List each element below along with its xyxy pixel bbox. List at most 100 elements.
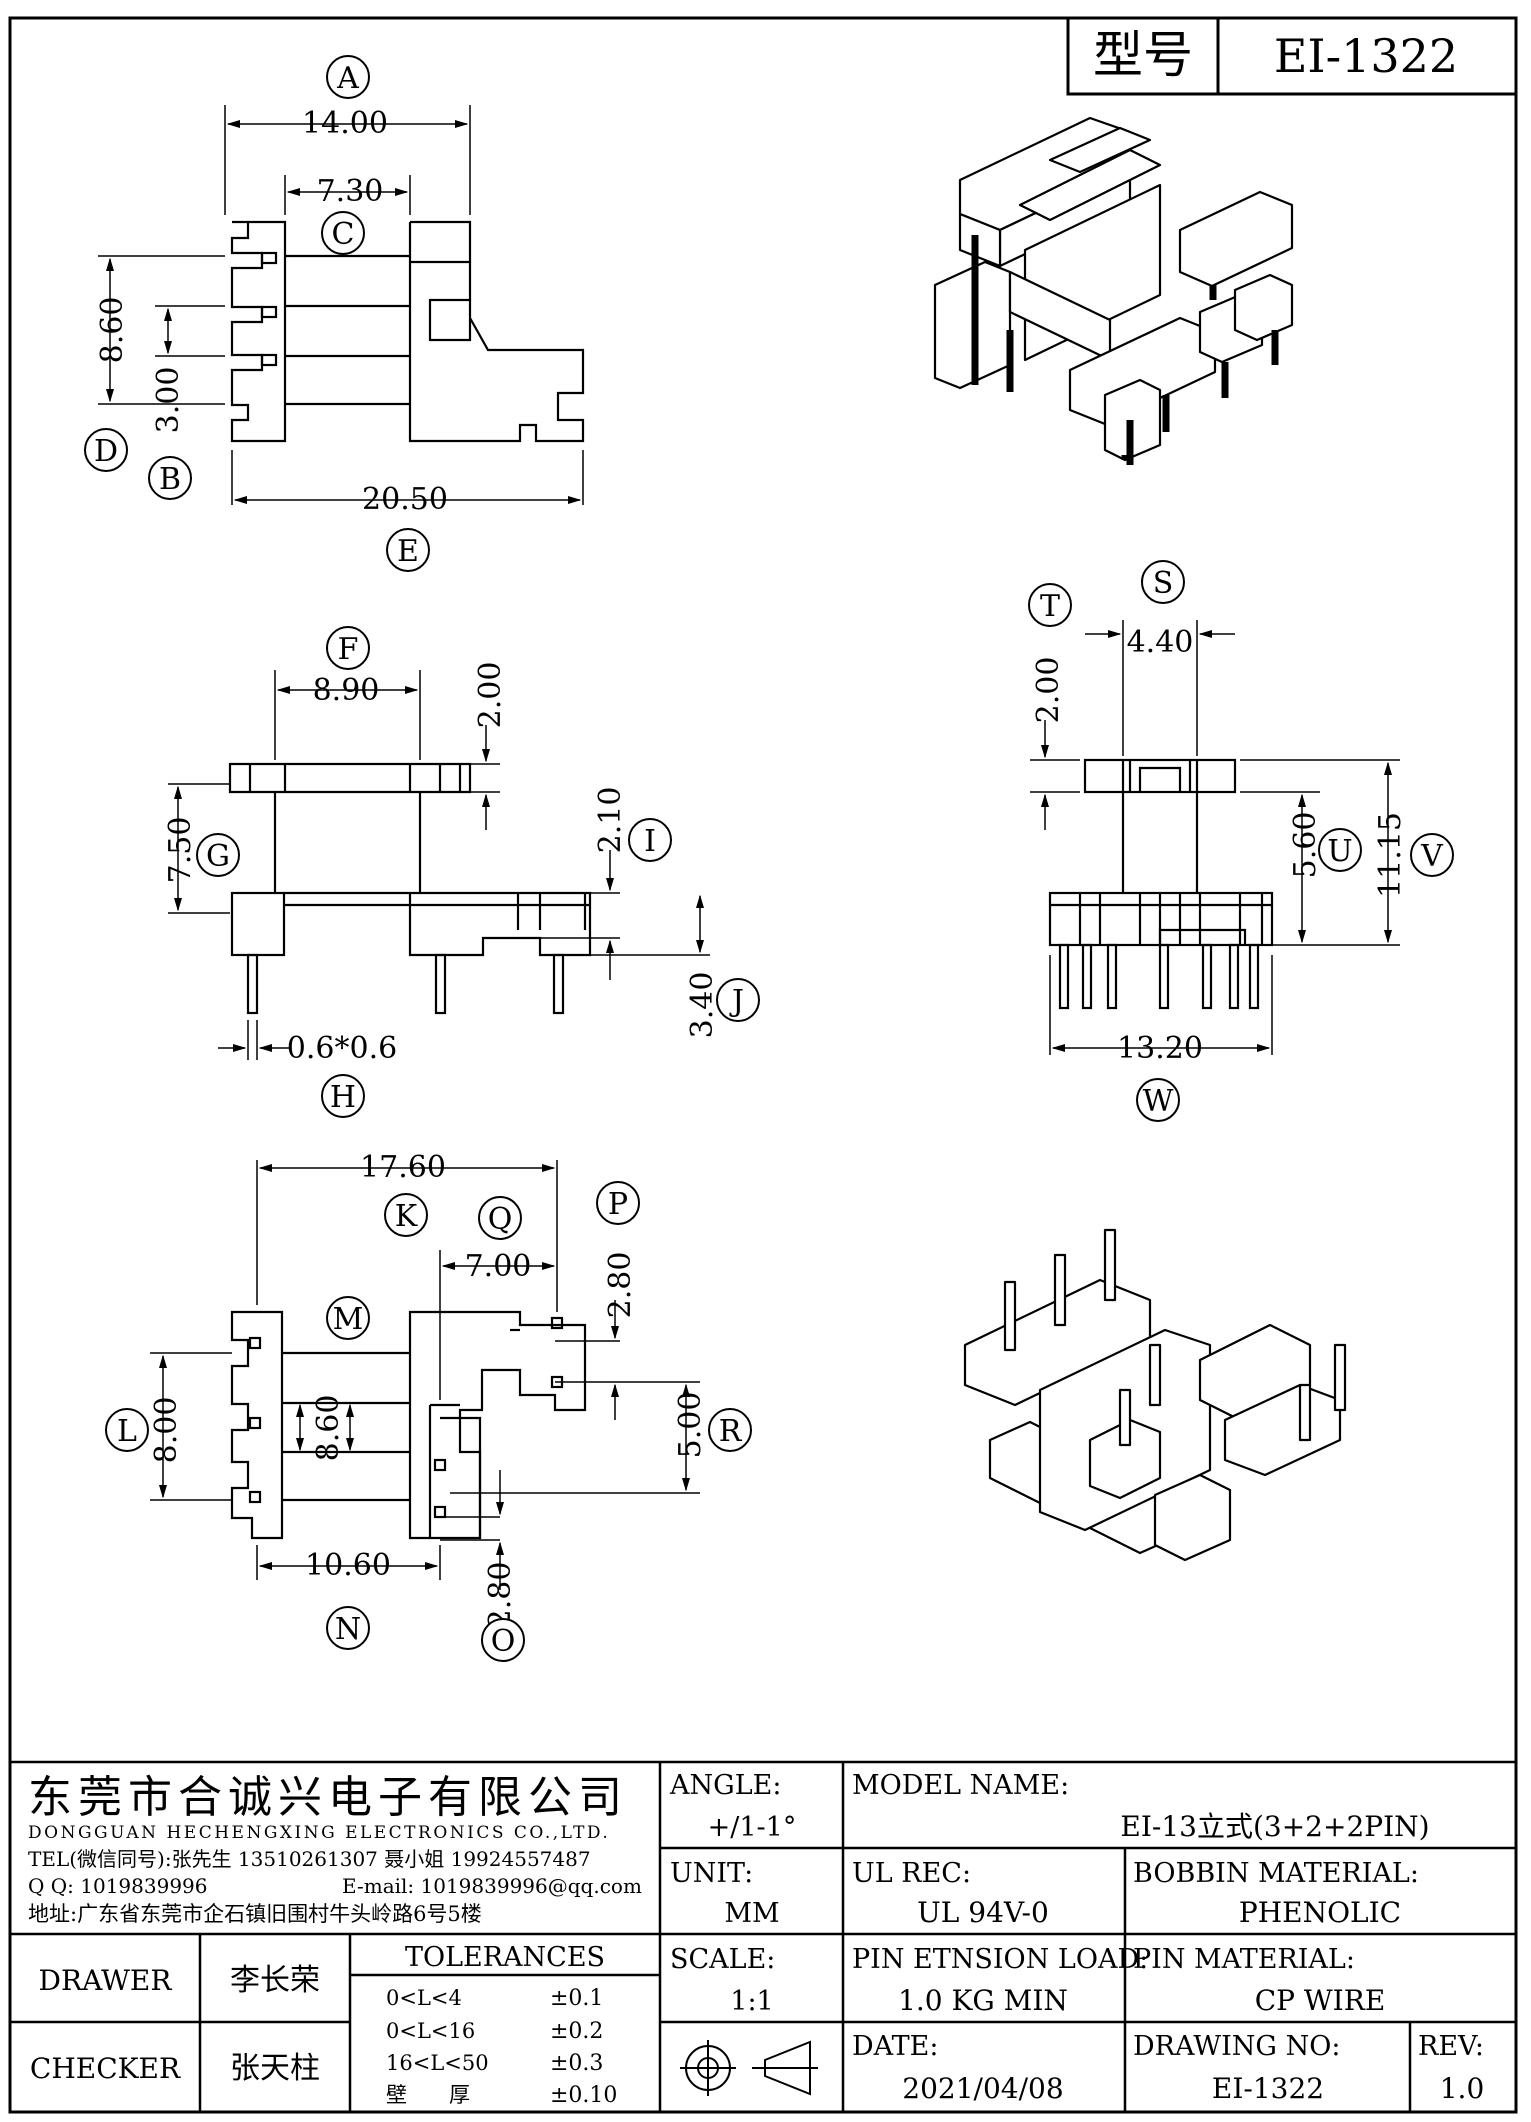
marker-r: R bbox=[708, 1408, 752, 1452]
marker-f: F bbox=[326, 626, 370, 670]
svg-text:J: J bbox=[729, 984, 744, 1019]
marker-e: E bbox=[386, 528, 430, 572]
dim-2-10: 2.10 bbox=[593, 787, 628, 854]
marker-v: V bbox=[1410, 833, 1454, 877]
svg-text:K: K bbox=[395, 1199, 418, 1234]
svg-text:D: D bbox=[94, 434, 118, 469]
ul-rec-value: UL 94V-0 bbox=[917, 1896, 1049, 1929]
svg-text:B: B bbox=[159, 462, 181, 497]
dim-8-90: 8.90 bbox=[313, 673, 380, 708]
model-name-label: MODEL NAME: bbox=[852, 1770, 1069, 1801]
pin-material-value: CP WIRE bbox=[1255, 1984, 1386, 2017]
dim-7-30: 7.30 bbox=[317, 174, 384, 209]
dim-2-00-front: 2.00 bbox=[473, 662, 508, 729]
svg-text:W: W bbox=[1143, 1084, 1174, 1119]
dim-8-00: 8.00 bbox=[149, 1397, 184, 1464]
dim-2-00-side: 2.00 bbox=[1031, 657, 1066, 724]
svg-text:N: N bbox=[335, 1612, 361, 1647]
rev-value: 1.0 bbox=[1440, 2072, 1485, 2105]
dim-14-00: 14.00 bbox=[302, 106, 388, 141]
marker-c: C bbox=[321, 211, 365, 255]
pin-load-label: PIN ETNSION LOAD: bbox=[852, 1944, 1148, 1975]
tol-value-2: ±0.2 bbox=[550, 2019, 603, 2044]
title-block-grid bbox=[10, 1760, 1516, 2112]
model-header-box: 型号 EI-1322 bbox=[1066, 16, 1518, 96]
title-block-text: 东莞市合诚兴电子有限公司 DONGGUAN HECHENGXING ELECTR… bbox=[28, 1770, 1484, 2108]
svg-text:F: F bbox=[338, 632, 359, 667]
svg-text:R: R bbox=[719, 1414, 743, 1449]
tol-range-2: 0<L<16 bbox=[386, 2019, 475, 2043]
marker-o: O bbox=[481, 1618, 525, 1662]
date-label: DATE: bbox=[852, 2031, 938, 2062]
pin-material-label: PIN MATERIAL: bbox=[1133, 1944, 1355, 1975]
marker-i: I bbox=[628, 818, 672, 862]
dim-20-50: 20.50 bbox=[362, 482, 448, 517]
marker-d: D bbox=[84, 428, 128, 472]
company-address: 地址:广东省东莞市企石镇旧围村牛头岭路6号5楼 bbox=[28, 1902, 482, 1926]
dim-7-50: 7.50 bbox=[163, 817, 198, 884]
ul-rec-label: UL REC: bbox=[852, 1858, 971, 1889]
dim-17-60: 17.60 bbox=[360, 1150, 446, 1185]
dim-8-60-side: 8.60 bbox=[95, 297, 130, 364]
checker-label: CHECKER bbox=[30, 2052, 181, 2085]
projection-symbol bbox=[680, 2040, 818, 2096]
dim-7-00: 7.00 bbox=[465, 1249, 532, 1284]
marker-n: N bbox=[326, 1606, 370, 1650]
scale-value: 1:1 bbox=[730, 1986, 773, 2017]
dim-10-60: 10.60 bbox=[305, 1548, 391, 1583]
model-label: 型号 bbox=[1093, 26, 1193, 84]
marker-l: L bbox=[105, 1408, 149, 1452]
marker-s: S bbox=[1141, 560, 1185, 604]
top-view-dims bbox=[98, 105, 584, 505]
dimension-labels: 14.00 7.30 8.60 3.00 20.50 8.90 2.00 7.5… bbox=[95, 106, 1408, 1628]
dim-2-80-bottom: 2.80 bbox=[483, 1562, 518, 1629]
tol-range-3: 16<L<50 bbox=[386, 2051, 489, 2075]
svg-text:G: G bbox=[206, 839, 230, 874]
bottom-view-dims bbox=[150, 1160, 700, 1590]
checker-name: 张天柱 bbox=[230, 2051, 320, 2086]
marker-w: W bbox=[1136, 1078, 1180, 1122]
company-name-cn: 东莞市合诚兴电子有限公司 bbox=[28, 1772, 628, 1823]
tol-value-4: ±0.10 bbox=[550, 2083, 617, 2108]
svg-text:O: O bbox=[491, 1624, 516, 1659]
svg-text:I: I bbox=[644, 824, 656, 859]
side-view-dims bbox=[1030, 620, 1400, 1055]
tol-range-1: 0<L<4 bbox=[386, 1986, 462, 2010]
svg-text:S: S bbox=[1153, 566, 1174, 601]
bottom-view bbox=[230, 1310, 587, 1540]
scale-label: SCALE: bbox=[670, 1944, 775, 1975]
marker-p: P bbox=[596, 1181, 640, 1225]
dim-5-60: 5.60 bbox=[1288, 812, 1323, 879]
angle-label: ANGLE: bbox=[669, 1770, 781, 1801]
marker-b: B bbox=[148, 456, 192, 500]
sheet-border bbox=[8, 16, 1518, 2114]
dim-4-40: 4.40 bbox=[1127, 625, 1194, 660]
front-view-dims bbox=[168, 670, 710, 1060]
marker-j: J bbox=[716, 978, 760, 1022]
unit-label: UNIT: bbox=[670, 1858, 753, 1889]
svg-text:M: M bbox=[333, 1302, 364, 1337]
svg-text:V: V bbox=[1420, 839, 1444, 874]
svg-text:T: T bbox=[1040, 589, 1060, 624]
dim-11-15: 11.15 bbox=[1373, 812, 1408, 898]
company-qq: Q Q: 1019839996 bbox=[28, 1874, 208, 1898]
marker-u: U bbox=[1318, 828, 1362, 872]
svg-text:E: E bbox=[397, 534, 419, 569]
side-view bbox=[1048, 758, 1274, 1010]
date-value: 2021/04/08 bbox=[902, 2072, 1063, 2105]
svg-text:A: A bbox=[336, 61, 359, 96]
bobbin-material-value: PHENOLIC bbox=[1239, 1896, 1401, 1929]
svg-text:C: C bbox=[332, 217, 355, 252]
svg-text:Q: Q bbox=[488, 1202, 513, 1237]
company-name-en: DONGGUAN HECHENGXING ELECTRONICS CO.,LTD… bbox=[28, 1823, 610, 1843]
drawing-no-value: EI-1322 bbox=[1212, 2072, 1324, 2105]
tol-value-1: ±0.1 bbox=[550, 1986, 603, 2011]
isometric-view-top bbox=[933, 116, 1294, 465]
company-email: E-mail: 1019839996@qq.com bbox=[342, 1874, 642, 1898]
svg-text:P: P bbox=[608, 1187, 628, 1222]
dim-13-20: 13.20 bbox=[1117, 1031, 1203, 1066]
rev-label: REV: bbox=[1418, 2031, 1484, 2062]
front-view bbox=[228, 762, 592, 1015]
drawing-no-label: DRAWING NO: bbox=[1133, 2031, 1340, 2062]
unit-value: MM bbox=[724, 1898, 779, 1929]
